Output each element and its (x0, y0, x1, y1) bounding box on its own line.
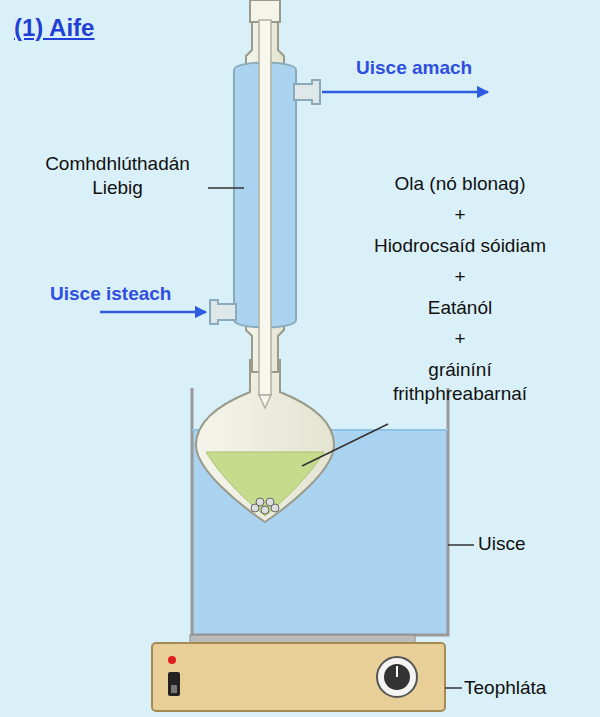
title: (1) Aife (14, 14, 94, 42)
reagent: gráiníní frithphreabarnaí (390, 358, 530, 406)
water-in-arrow (100, 311, 206, 314)
liebig-condenser (210, 0, 320, 408)
part-name: Uisce (478, 532, 568, 556)
reagent: Ola (nó blonag) (360, 172, 560, 196)
plus-sign: + (360, 265, 560, 289)
leader-lines (208, 188, 474, 688)
plus-sign: + (360, 203, 560, 227)
part-name: Comhdhlúthadán Liebig (30, 152, 205, 200)
reagent: Eatánól (360, 296, 560, 320)
plus-sign: + (360, 327, 560, 351)
part-name: Teophláta (464, 676, 594, 700)
water-out-arrow (322, 91, 488, 94)
hotplate (152, 635, 445, 711)
flow-label: Uisce amach (356, 56, 506, 80)
reagent: Hiodrocsaíd sóidiam (335, 234, 585, 258)
flow-label: Uisce isteach (50, 282, 210, 306)
